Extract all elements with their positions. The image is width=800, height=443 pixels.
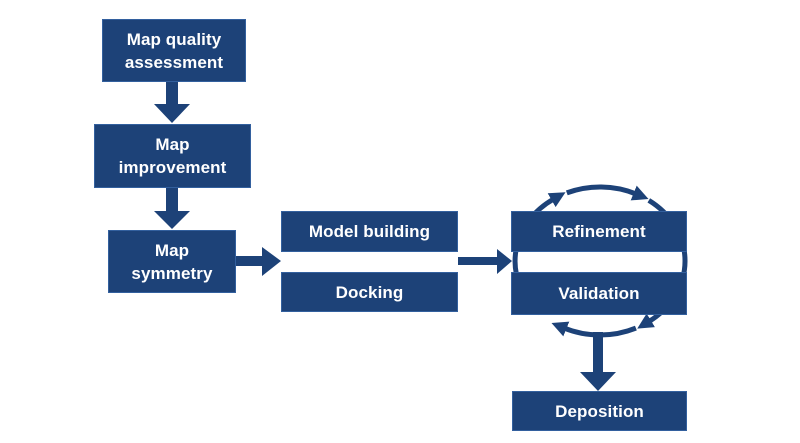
- node-refinement: Refinement: [511, 211, 687, 252]
- arrow-map-improvement-to-map-symmetry: [154, 188, 190, 229]
- arrow-map-quality-to-map-improvement: [154, 82, 190, 123]
- node-validation: Validation: [511, 272, 687, 315]
- cycle-arc-top: [565, 184, 649, 201]
- arrow-cycle-to-deposition: [580, 332, 616, 391]
- node-docking: Docking: [281, 272, 458, 312]
- node-map-symmetry: Map symmetry: [108, 230, 236, 293]
- node-model-building: Model building: [281, 211, 458, 252]
- node-deposition: Deposition: [512, 391, 687, 431]
- arrow-docking-to-refinement-validation: [458, 249, 512, 274]
- node-map-quality-assessment: Map quality assessment: [102, 19, 246, 82]
- arrow-map-symmetry-to-model-building-docking: [236, 247, 281, 276]
- node-map-improvement: Map improvement: [94, 124, 251, 188]
